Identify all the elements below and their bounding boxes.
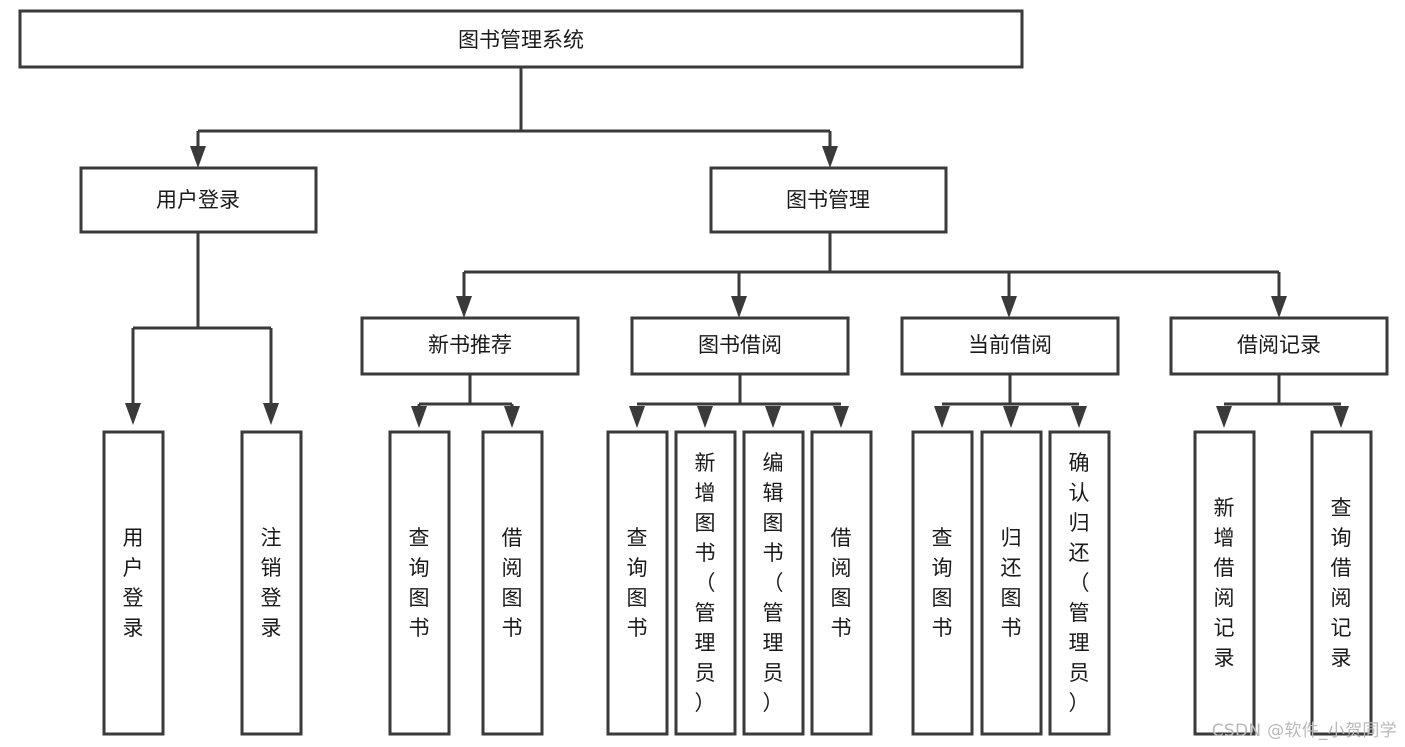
node-leaf-user-logout[interactable]: 注销登录 [240,430,303,736]
node-leaf-add-record[interactable]: 新增借阅记录 [1193,430,1256,736]
arrowhead-leaf-add-record [1216,406,1232,428]
node-leaf-confirm-return-box[interactable] [1048,430,1111,736]
node-borrow-box[interactable] [630,316,850,376]
arrowhead-leaf-borrow-book-1 [504,406,520,428]
node-leaf-query-book-3-label: 查询图书 [932,526,953,640]
arrowhead-leaf-query-book-3 [934,406,950,428]
connector-group-bookmgmt-to-level3 [456,232,1287,318]
node-leaf-return-book-box[interactable] [980,430,1043,736]
node-bookmgmt[interactable]: 图书管理 [709,166,948,234]
node-leaf-query-record-label: 查询借阅记录 [1331,496,1352,670]
node-root[interactable]: 图书管理系统 [18,9,1024,69]
arrowhead-current [1001,296,1017,318]
arrowhead-leaf-borrow-book-2 [833,406,849,428]
arrowhead-leaf-edit-book [765,406,781,428]
node-newbook-label: 新书推荐 [428,333,512,357]
node-leaf-query-book-1-label: 查询图书 [409,526,430,640]
connector-group-records-to-leaves [1216,374,1349,428]
node-leaf-query-book-2-label: 查询图书 [627,526,648,640]
node-records-box[interactable] [1169,316,1389,376]
arrowhead-leaf-user-login [125,403,141,425]
arrowhead-leaf-query-record [1333,406,1349,428]
arrowhead-leaf-return-book [1003,406,1019,428]
node-borrow-label: 图书借阅 [698,333,782,357]
node-leaf-borrow-book-1-box[interactable] [481,430,544,736]
node-leaf-query-book-2-box[interactable] [606,430,669,736]
node-leaf-borrow-book-1-label: 借阅图书 [502,526,523,640]
node-newbook[interactable]: 新书推荐 [360,316,580,376]
node-current-label: 当前借阅 [968,333,1052,357]
node-leaf-add-book-label: 新增图书（管理员） [695,451,716,715]
node-current[interactable]: 当前借阅 [900,316,1120,376]
arrowhead-newbook [456,296,472,318]
node-newbook-box[interactable] [360,316,580,376]
node-leaf-query-record[interactable]: 查询借阅记录 [1310,430,1373,736]
connector-group-login-to-leaves [125,232,279,425]
node-bookmgmt-label: 图书管理 [786,188,870,212]
node-login-box[interactable] [79,166,318,234]
node-leaf-user-login-box[interactable] [102,430,165,736]
node-leaf-user-logout-box[interactable] [240,430,303,736]
node-leaf-user-logout-label: 注销登录 [261,526,282,640]
node-login-label: 用户登录 [156,188,240,212]
node-root-label: 图书管理系统 [458,28,584,52]
node-leaf-edit-book-label: 编辑图书（管理员） [763,451,784,715]
connector-group-current-to-leaves [934,374,1087,428]
connector-group-root-to-level2 [190,67,838,168]
node-leaf-query-book-3-box[interactable] [911,430,974,736]
node-leaf-query-book-1-box[interactable] [388,430,451,736]
node-leaf-return-book[interactable]: 归还图书 [980,430,1043,736]
node-leaf-user-login[interactable]: 用户登录 [102,430,165,736]
node-leaf-user-login-label: 用户登录 [123,526,144,640]
arrowhead-leaf-query-book-1 [411,406,427,428]
arrowhead-leaf-confirm-return [1071,406,1087,428]
arrowhead-borrow [731,296,747,318]
connector-group-borrow-to-leaves [629,374,849,428]
node-login[interactable]: 用户登录 [79,166,318,234]
node-leaf-query-book-3[interactable]: 查询图书 [911,430,974,736]
node-current-box[interactable] [900,316,1120,376]
node-leaf-confirm-return[interactable]: 确认归还（管理员） [1048,430,1111,736]
node-leaf-query-book-2[interactable]: 查询图书 [606,430,669,736]
node-bookmgmt-box[interactable] [709,166,948,234]
node-leaf-borrow-book-2-box[interactable] [810,430,873,736]
node-leaf-edit-book[interactable]: 编辑图书（管理员） [742,430,805,736]
node-records-label: 借阅记录 [1237,333,1321,357]
node-borrow[interactable]: 图书借阅 [630,316,850,376]
connector-group-newbook-to-leaves [411,374,520,428]
node-leaf-return-book-label: 归还图书 [1001,526,1022,640]
node-leaf-add-book[interactable]: 新增图书（管理员） [674,430,737,736]
arrowhead-bookmgmt [822,146,838,168]
node-leaf-borrow-book-2-label: 借阅图书 [831,526,852,640]
node-leaf-add-record-box[interactable] [1193,430,1256,736]
node-leaf-edit-book-box[interactable] [742,430,805,736]
node-records[interactable]: 借阅记录 [1169,316,1389,376]
node-leaf-add-book-box[interactable] [674,430,737,736]
arrowhead-leaf-add-book [697,406,713,428]
csdn-watermark: CSDN @软件_小贺同学 [1211,721,1397,741]
arrowhead-login [190,146,206,168]
node-leaf-borrow-book-2[interactable]: 借阅图书 [810,430,873,736]
node-leaf-borrow-book-1[interactable]: 借阅图书 [481,430,544,736]
node-leaf-query-book-1[interactable]: 查询图书 [388,430,451,736]
arrowhead-leaf-query-book-2 [629,406,645,428]
arrowhead-leaf-user-logout [263,403,279,425]
arrowhead-records [1271,296,1287,318]
node-leaf-add-record-label: 新增借阅记录 [1214,496,1235,670]
node-leaf-confirm-return-label: 确认归还（管理员） [1069,451,1090,715]
node-leaf-query-record-box[interactable] [1310,430,1373,736]
node-root-box[interactable] [18,9,1024,69]
